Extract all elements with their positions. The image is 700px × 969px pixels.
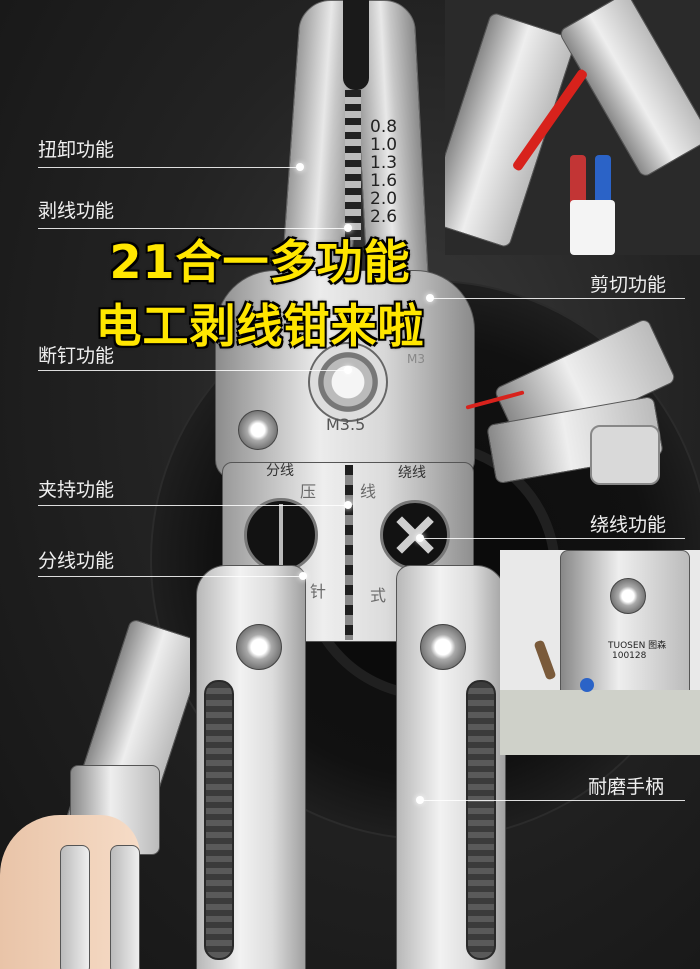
leader-line — [430, 298, 685, 299]
gauge-value: 0.8 — [370, 117, 398, 137]
feature-label-split: 分线功能 — [38, 550, 115, 572]
leader-line — [38, 228, 348, 229]
leader-line — [38, 576, 303, 577]
feature-label-crimp: 夹持功能 — [38, 479, 115, 501]
inset-plier — [557, 0, 700, 179]
leader-dot — [299, 572, 307, 580]
leader-line — [38, 167, 298, 168]
inset-plier — [445, 11, 577, 249]
terminal-block — [590, 425, 660, 485]
headline-line-2: 电工剥线钳来啦 — [95, 299, 425, 353]
leader-dot — [344, 366, 352, 374]
split-hole — [244, 498, 318, 572]
needle-mark: 针 — [310, 582, 327, 601]
style-mark: 式 — [370, 586, 387, 605]
leader-dot — [344, 501, 352, 509]
white-sheath — [570, 200, 615, 255]
feature-label-bolt-cut: 断钉功能 — [38, 345, 115, 367]
headline-line-1: 21合一多功能 — [109, 235, 411, 289]
pivot-bolt — [308, 342, 388, 422]
handle-grip-right — [466, 680, 496, 960]
blue-wire — [580, 678, 594, 692]
inset-bolt-icon — [610, 578, 646, 614]
gauge-value: 1.0 — [370, 135, 398, 155]
split-mark: 分线 — [266, 463, 294, 479]
leader-dot — [416, 796, 424, 804]
plier-jaw-gap — [343, 0, 369, 90]
inset-handle — [60, 845, 90, 969]
leader-line — [38, 370, 348, 371]
feature-label-twist: 扭卸功能 — [38, 139, 115, 161]
plier-center-line — [345, 465, 353, 640]
stripping-teeth — [345, 90, 361, 240]
inset-cut-closeup — [460, 310, 700, 510]
handle-bolt-left-icon — [236, 624, 282, 670]
inset-handle — [500, 690, 700, 755]
wire-mark: 线 — [360, 482, 377, 501]
press-mark: 压 — [300, 482, 317, 501]
winding-mark: 绕线 — [398, 465, 426, 481]
inset-hand-holding — [0, 615, 190, 969]
leader-line — [420, 538, 685, 539]
leader-line — [420, 800, 685, 801]
m3-mark: M3 — [407, 352, 425, 366]
leader-dot — [426, 294, 434, 302]
feature-label-strip: 剥线功能 — [38, 200, 115, 222]
winding-hole — [380, 500, 450, 570]
inset-strip-closeup — [445, 0, 700, 255]
model-number: 100128 — [612, 651, 647, 661]
gauge-scale: 0.8 1.0 1.3 1.6 2.0 2.6 — [370, 118, 397, 226]
brown-wire — [533, 639, 557, 681]
m35-mark: M3.5 — [326, 415, 366, 434]
handle-bolt-right-icon — [420, 624, 466, 670]
gauge-value: 2.0 — [370, 189, 398, 209]
leader-dot — [344, 224, 352, 232]
leader-dot — [296, 163, 304, 171]
gauge-value: 1.3 — [370, 153, 398, 173]
inset-handle — [110, 845, 140, 969]
handle-grip-left — [204, 680, 234, 960]
brand-name: TUOSEN 图森 — [608, 641, 667, 651]
leader-line — [38, 505, 348, 506]
feature-label-handle: 耐磨手柄 — [588, 776, 665, 798]
feature-label-wind: 绕线功能 — [590, 514, 667, 536]
gauge-value: 2.6 — [370, 207, 398, 227]
feature-label-cut: 剪切功能 — [590, 274, 667, 296]
gauge-value: 1.6 — [370, 171, 398, 191]
leader-dot — [416, 534, 424, 542]
side-bolt-icon — [238, 410, 278, 450]
inset-brand-closeup: TUOSEN 图森 100128 — [500, 550, 700, 755]
